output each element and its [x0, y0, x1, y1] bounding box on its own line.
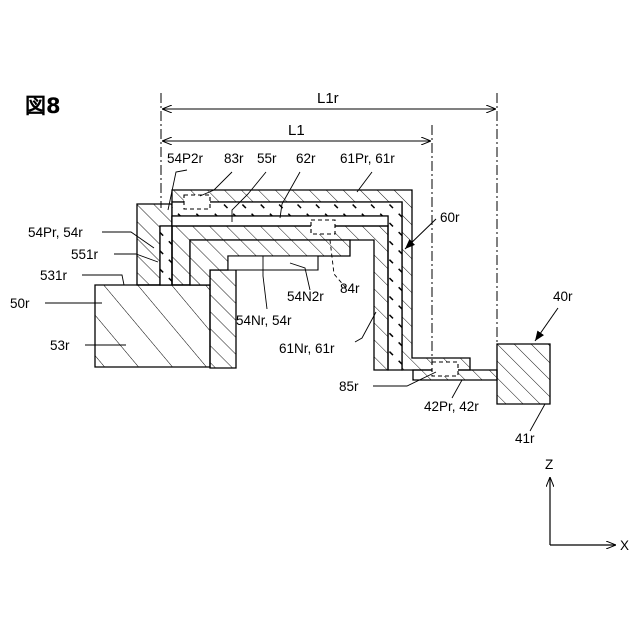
label-83r: 83r	[224, 151, 244, 166]
wall-531r	[210, 270, 236, 368]
leader-41r	[530, 404, 545, 431]
figure-title: 図8	[25, 94, 61, 118]
battery-41r	[497, 344, 550, 404]
x-axis-label: X	[620, 538, 629, 553]
label-54p2r: 54P2r	[167, 151, 204, 166]
base-member-53r	[95, 285, 210, 367]
label-62r: 62r	[296, 151, 316, 166]
label-42pr: 42Pr, 42r	[424, 399, 479, 414]
leader-42pr	[452, 380, 462, 398]
label-53r: 53r	[50, 338, 70, 353]
leader-61nr	[355, 312, 376, 342]
weld-85r	[432, 362, 458, 376]
label-41r: 41r	[515, 431, 535, 446]
label-54pr: 54Pr, 54r	[28, 225, 83, 240]
label-61nr: 61Nr, 61r	[279, 341, 335, 356]
label-54nr: 54Nr, 54r	[236, 313, 292, 328]
label-551r: 551r	[71, 247, 99, 262]
label-54n2r: 54N2r	[287, 289, 324, 304]
label-55r: 55r	[257, 151, 277, 166]
label-60r: 60r	[440, 210, 460, 225]
label-531r: 531r	[40, 268, 68, 283]
arrow-40r	[535, 308, 558, 341]
leader-531r	[82, 275, 124, 285]
label-85r: 85r	[339, 379, 359, 394]
label-84r: 84r	[340, 281, 360, 296]
z-axis-label: Z	[545, 457, 553, 472]
dimension-l1r-label: L1r	[317, 90, 339, 107]
weld-84r	[311, 220, 335, 234]
label-50r: 50r	[10, 296, 30, 311]
dimension-l1-label: L1	[288, 122, 305, 139]
label-61pr: 61Pr, 61r	[340, 151, 395, 166]
label-40r: 40r	[553, 289, 573, 304]
weld-83r	[184, 195, 210, 209]
